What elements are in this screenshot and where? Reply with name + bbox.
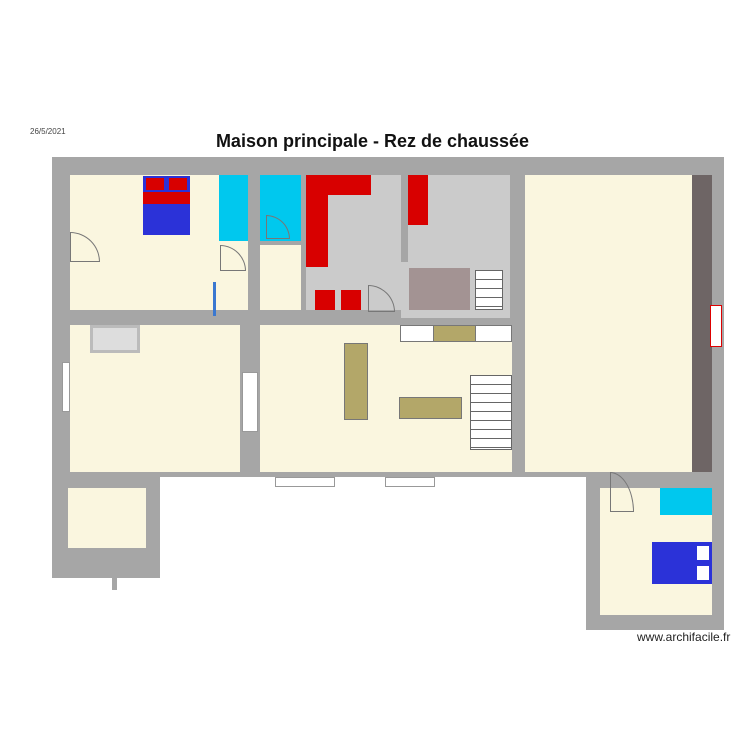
pillow (146, 178, 164, 190)
radiator (213, 282, 216, 316)
window (242, 372, 258, 432)
rug (409, 268, 470, 310)
window (275, 477, 335, 487)
room-wc[interactable] (260, 245, 301, 310)
sink-unit (408, 175, 428, 225)
date-label: 26/5/2021 (30, 127, 66, 136)
watermark: www.archifacile.fr (637, 630, 731, 644)
bathtub (219, 175, 248, 241)
sofa-vertical (344, 343, 368, 420)
kitchen-counter-side (306, 175, 328, 267)
worktop (433, 325, 476, 342)
stove-block (90, 325, 140, 353)
sofa-horizontal (399, 397, 462, 419)
pillow (697, 566, 709, 580)
stairs-upper (475, 270, 503, 310)
bed-1-pillows (143, 192, 190, 204)
staircase (470, 375, 512, 450)
pillow (169, 178, 187, 190)
plan-title: Maison principale - Rez de chaussée (215, 131, 530, 151)
dark-wall-strip (692, 175, 712, 472)
room-living-right[interactable] (525, 175, 692, 472)
pillow (697, 546, 709, 560)
window (385, 477, 435, 487)
stove-1 (315, 290, 335, 310)
window (62, 362, 70, 412)
room-boiler[interactable] (68, 488, 146, 548)
fireplace (710, 305, 722, 347)
bathtub-2 (660, 488, 712, 515)
stove-2 (341, 290, 361, 310)
post (112, 560, 117, 590)
